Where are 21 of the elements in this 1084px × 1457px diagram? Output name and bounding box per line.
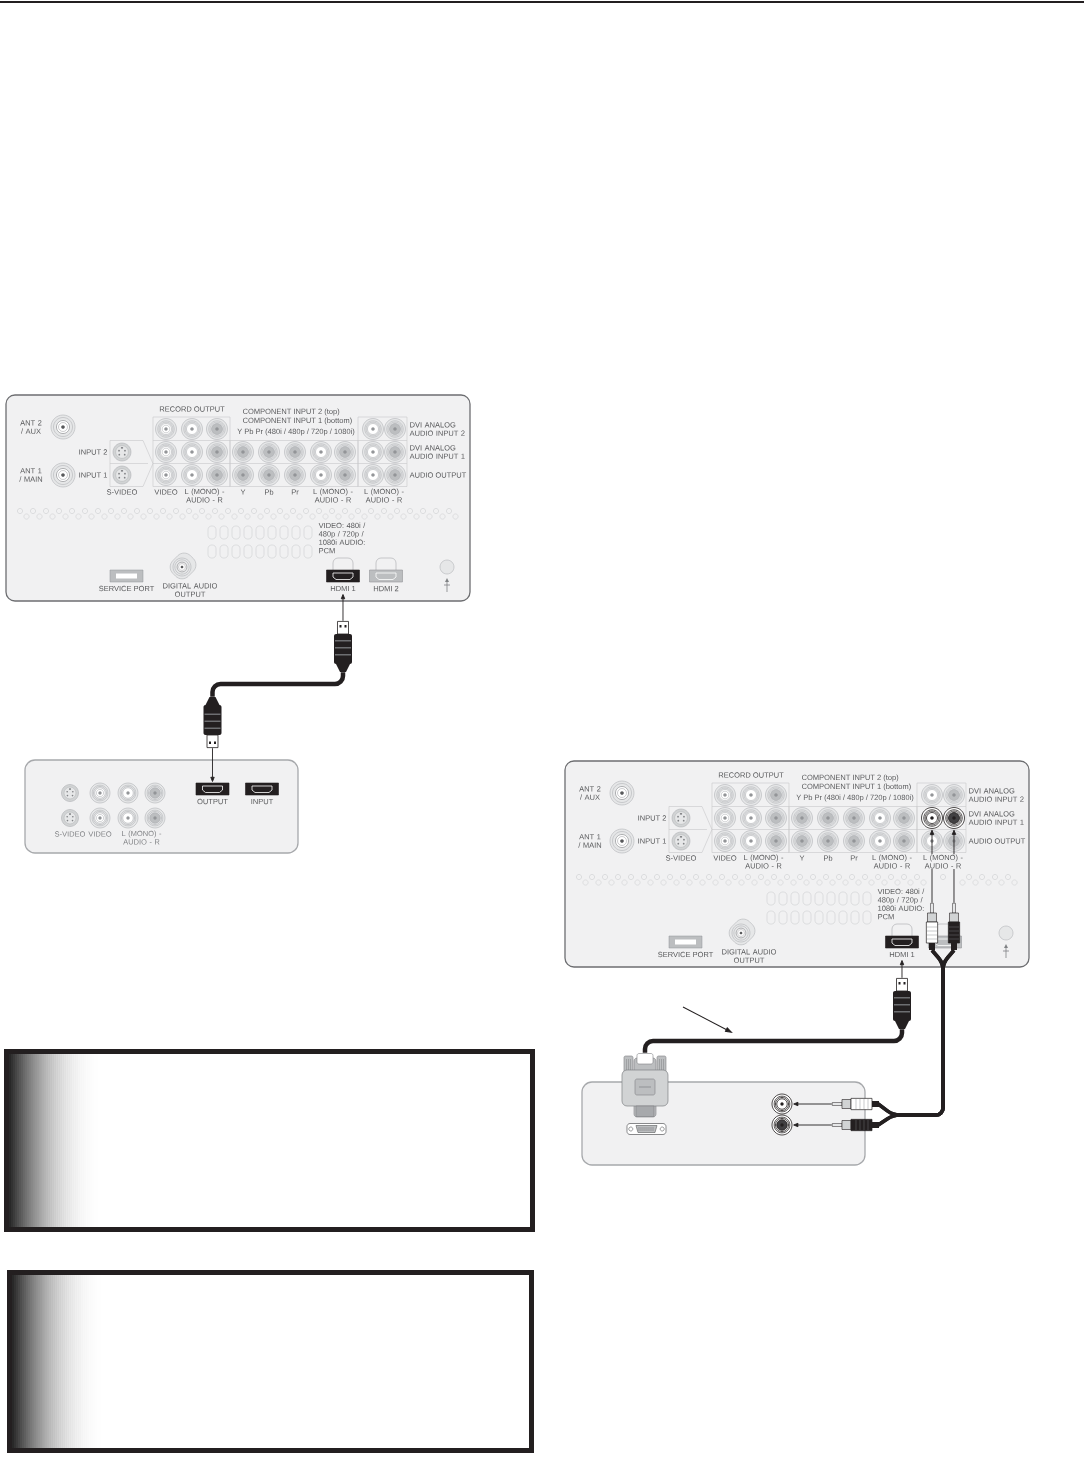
arrow [210,747,215,782]
arrow [793,1122,833,1128]
rca-plug [832,1119,879,1131]
rca-jack [771,1114,793,1136]
rca-jack [921,807,943,829]
dvi-plug [621,1053,669,1118]
hdmi-plug [893,978,911,1029]
arrow [899,960,905,979]
note-box [4,1049,535,1232]
hdmi-plug [203,697,222,748]
hdmi-plug [334,621,352,672]
cable [642,1029,905,1053]
rca-jack [943,807,965,829]
rca-plug [926,903,938,950]
rca-jack [771,1093,793,1115]
arrow [340,594,346,622]
rca-plug [832,1098,879,1110]
arrow [793,1101,833,1107]
cable [210,672,346,697]
rca-plug [948,903,960,950]
note-box [7,1270,534,1453]
